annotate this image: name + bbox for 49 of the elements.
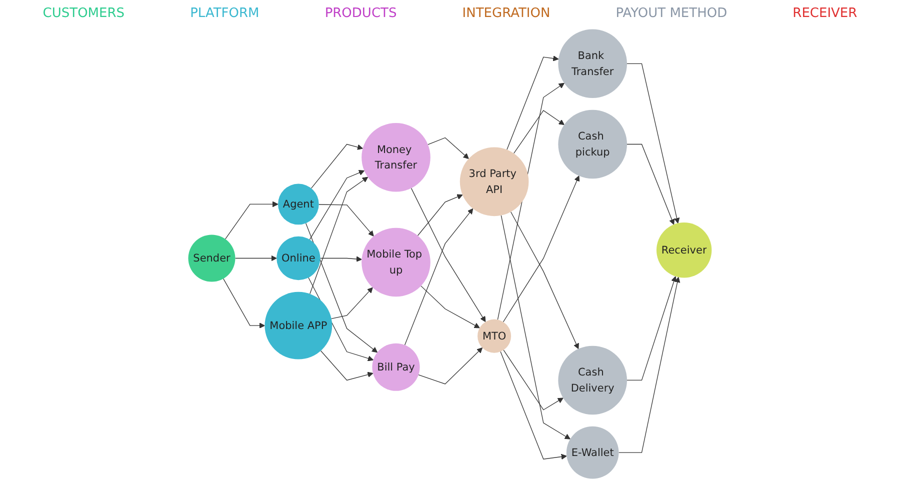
arrow	[503, 349, 564, 410]
arrow	[310, 143, 364, 188]
column-heading: PLATFORM	[190, 6, 260, 21]
node-circle: Receiver	[656, 222, 712, 278]
node-circle: Money Transfer	[362, 122, 430, 192]
node-circle: 3rd Party API	[460, 146, 529, 216]
node-circle: Online	[276, 236, 320, 280]
arrow	[223, 278, 266, 328]
node-circle: Mobile APP	[264, 291, 332, 359]
arrow	[510, 211, 579, 349]
arrow	[420, 285, 480, 328]
arrow	[500, 350, 567, 460]
arrow	[418, 347, 483, 384]
arrow	[514, 110, 565, 154]
column-heading: PRODUCTS	[324, 6, 397, 21]
arrow	[320, 350, 374, 380]
arrow	[225, 200, 278, 239]
arrow	[234, 254, 277, 261]
column-heading: RECEIVER	[792, 6, 858, 21]
node-circle: E-Wallet	[566, 426, 619, 478]
arrow	[410, 187, 486, 322]
arrow	[404, 208, 474, 345]
node-circle: Bank Transfer	[558, 28, 628, 98]
arrow	[626, 62, 680, 223]
node-circle: Bill Pay	[372, 342, 420, 390]
arrow	[417, 194, 463, 236]
node-circle: Cash pickup	[558, 109, 628, 178]
node-circle: MTO	[478, 318, 512, 352]
arrow	[331, 286, 373, 318]
column-heading: PAYOUT METHOD	[616, 6, 728, 21]
arrow	[506, 55, 559, 150]
arrow	[318, 204, 374, 236]
node-circle: Sender	[188, 234, 236, 282]
node-circle: Agent	[278, 183, 319, 224]
arrow	[502, 175, 580, 322]
arrow	[497, 82, 565, 320]
arrow	[500, 214, 570, 439]
column-heading: INTEGRATION	[462, 6, 550, 21]
arrow	[626, 276, 677, 380]
node-circle: Mobile Top up	[362, 227, 430, 296]
arrow	[309, 170, 365, 240]
arrow	[320, 256, 362, 262]
arrow	[618, 276, 680, 452]
arrow	[626, 143, 675, 224]
arrow	[310, 176, 368, 294]
arrow	[428, 136, 469, 158]
column-heading: CUSTOMERS	[42, 6, 125, 21]
arrow	[306, 222, 378, 352]
node-circle: Cash Delivery	[558, 345, 628, 414]
